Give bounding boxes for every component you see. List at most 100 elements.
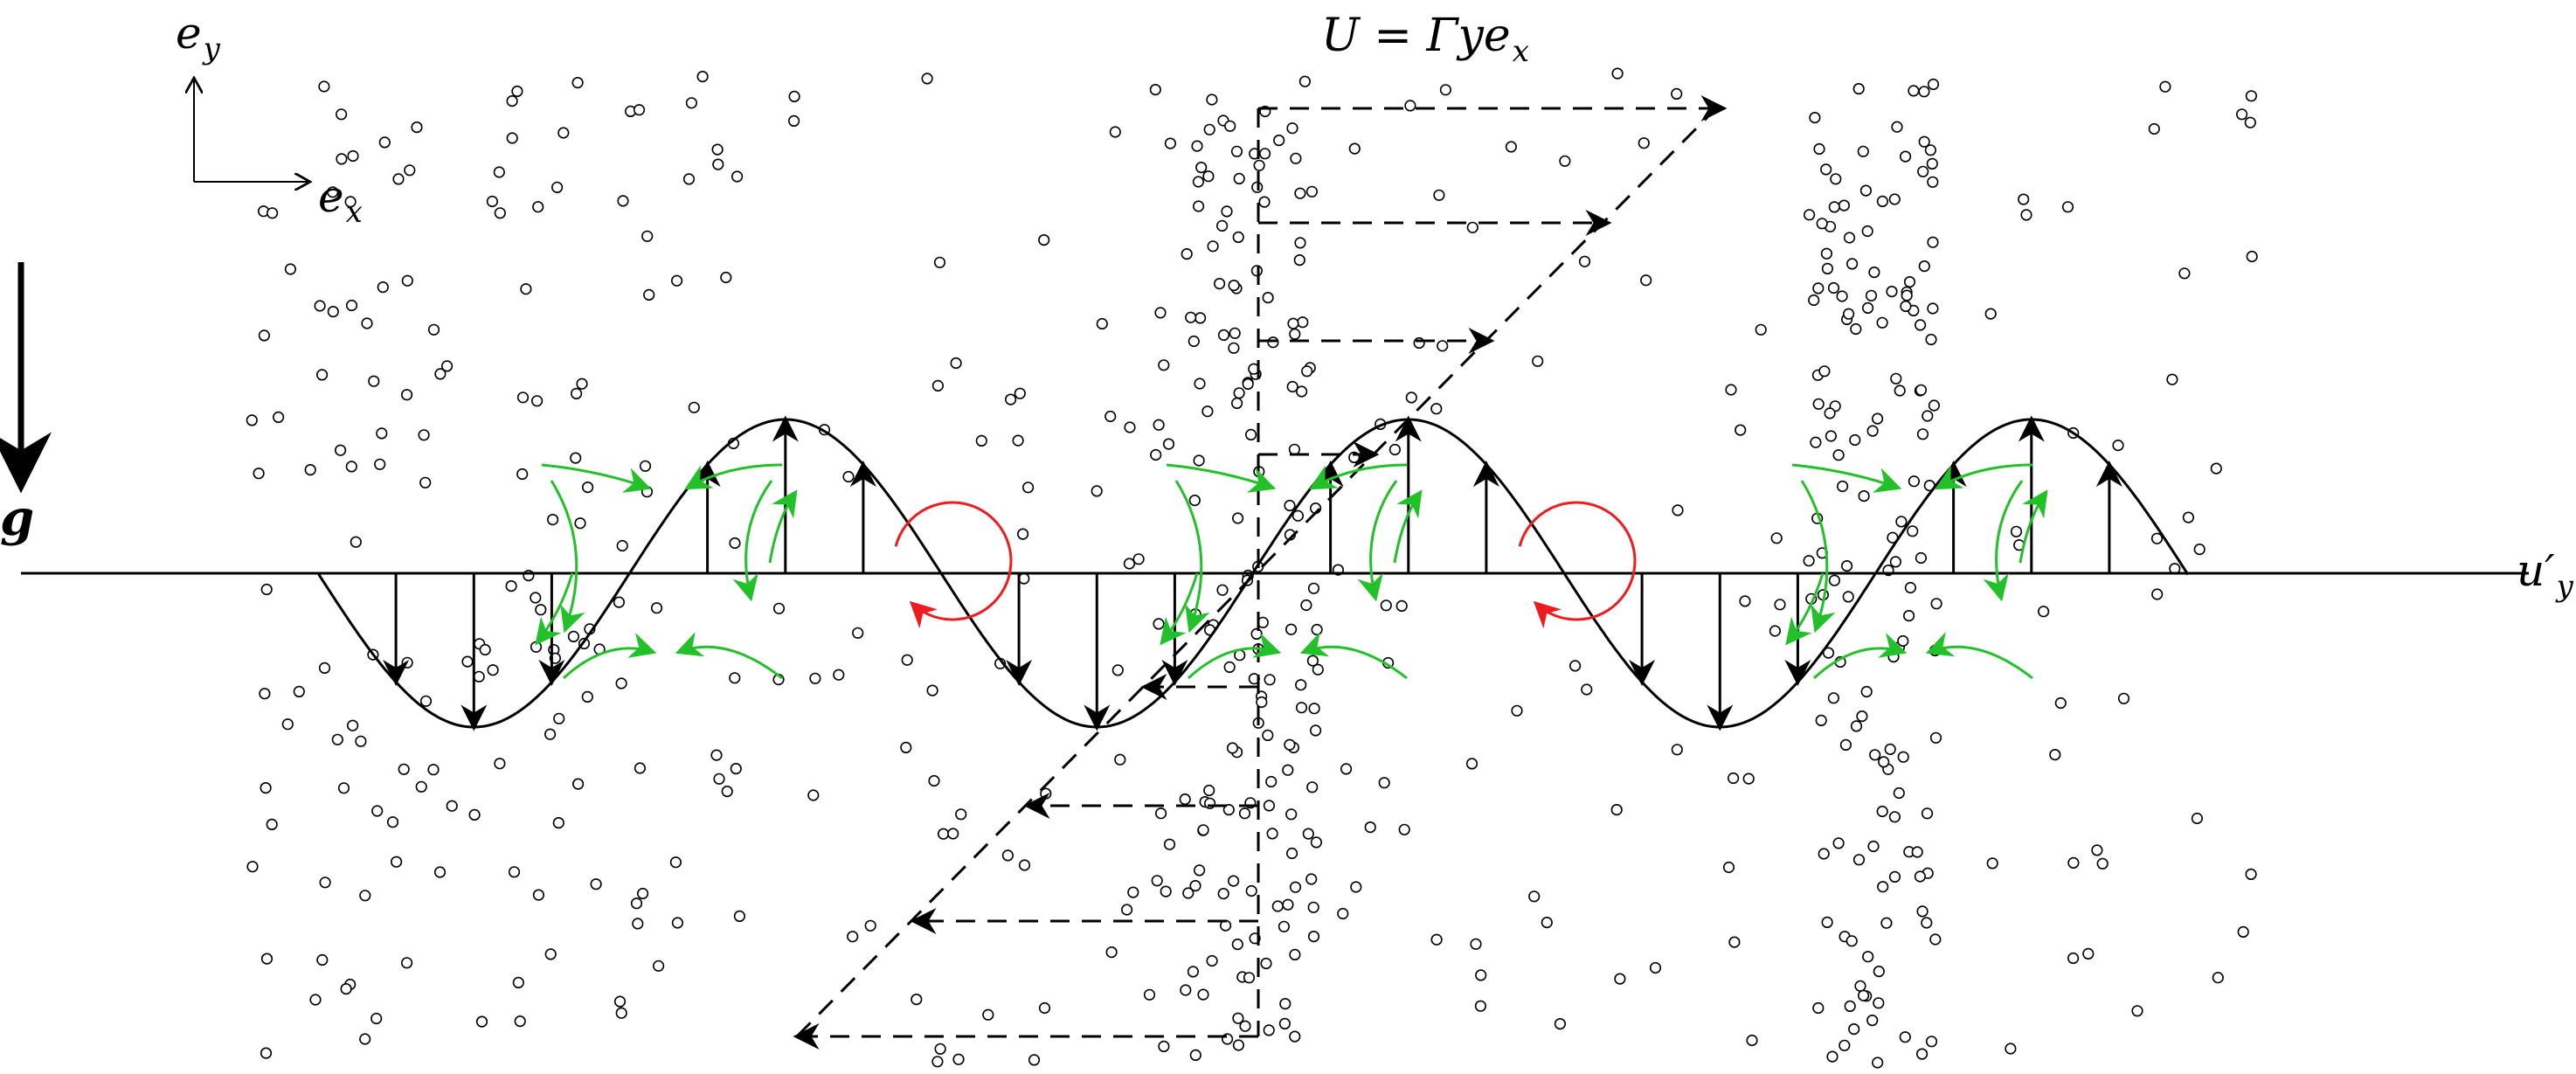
particle-marker xyxy=(359,890,371,902)
particle-marker xyxy=(314,300,326,312)
particle-marker xyxy=(532,889,545,901)
particle-marker xyxy=(1104,410,1117,423)
particle-marker xyxy=(1822,647,1835,659)
particle-marker xyxy=(1869,749,1881,761)
particle-marker xyxy=(2054,696,2067,710)
particle-marker xyxy=(1096,317,1108,330)
particle-marker xyxy=(934,1043,946,1055)
particle-marker xyxy=(1300,599,1312,612)
particle-marker xyxy=(772,602,786,614)
particle-marker xyxy=(567,630,580,643)
particle-marker xyxy=(1865,289,1878,301)
particle-marker xyxy=(1470,938,1482,950)
particle-marker xyxy=(259,688,271,700)
particle-marker xyxy=(2067,952,2080,965)
particle-marker xyxy=(461,655,474,668)
particle-marker xyxy=(1433,189,1445,201)
particle-marker xyxy=(1850,720,1863,732)
particle-marker xyxy=(952,1053,965,1065)
particle-marker xyxy=(1350,881,1362,893)
particle-marker xyxy=(809,672,821,684)
particle-marker xyxy=(1926,157,1938,170)
particle-marker xyxy=(1844,1000,1856,1012)
particle-marker xyxy=(475,1015,488,1028)
particle-marker xyxy=(787,114,800,127)
particle-flow-arrow xyxy=(684,463,783,490)
particle-marker xyxy=(1194,378,1206,390)
particle-marker xyxy=(650,602,663,614)
particle-marker xyxy=(713,773,725,785)
particle-marker xyxy=(1192,200,1205,212)
particle-marker xyxy=(1862,951,1874,963)
particle-marker xyxy=(1925,333,1937,346)
particle-marker xyxy=(1857,145,1869,157)
particle-flow-arrow xyxy=(675,632,783,680)
particle-marker xyxy=(359,1033,371,1045)
particle-marker xyxy=(1197,988,1209,1001)
particle-marker xyxy=(1837,480,1849,493)
particle-marker xyxy=(427,764,440,776)
particle-marker xyxy=(1803,555,1815,567)
particle-marker xyxy=(1273,135,1285,147)
particle-marker xyxy=(2237,925,2249,938)
particle-marker xyxy=(1873,965,1885,978)
particle-marker xyxy=(1018,859,1031,871)
particle-marker xyxy=(641,230,654,242)
particle-marker xyxy=(1267,336,1279,349)
particle-marker xyxy=(284,263,297,275)
particle-marker xyxy=(1929,731,1942,744)
particle-marker xyxy=(1925,1036,1938,1048)
particle-marker xyxy=(711,143,724,156)
particle-marker xyxy=(370,1012,383,1025)
particle-marker xyxy=(532,201,544,213)
particle-field xyxy=(246,67,2258,1069)
particle-marker xyxy=(1812,398,1825,410)
particle-flow-arrows xyxy=(535,463,2048,680)
particle-marker xyxy=(1921,917,1933,929)
particle-marker xyxy=(2182,511,2194,523)
particle-marker xyxy=(1867,840,1880,853)
particle-marker xyxy=(682,173,696,185)
particle-marker xyxy=(1202,170,1215,183)
particle-marker xyxy=(319,877,331,889)
particle-marker xyxy=(1163,838,1176,850)
particle-marker xyxy=(1839,738,1852,752)
particle-marker xyxy=(1904,581,1916,594)
particle-marker xyxy=(1843,232,1856,244)
particle-marker xyxy=(1917,165,1929,177)
particle-marker xyxy=(1206,94,1218,106)
particle-marker xyxy=(1845,935,1858,947)
particle-marker xyxy=(1294,237,1306,249)
particle-marker xyxy=(1038,1001,1051,1015)
particle-marker xyxy=(1735,424,1747,436)
particle-marker xyxy=(1649,961,1662,974)
particle-marker xyxy=(553,712,565,724)
particle-marker xyxy=(975,434,987,447)
particle-marker xyxy=(557,127,570,139)
particle-marker xyxy=(630,897,643,910)
particle-marker xyxy=(552,816,564,829)
particle-marker xyxy=(1858,989,1870,1001)
particle-marker xyxy=(1263,1024,1275,1036)
particle-marker xyxy=(1191,140,1203,152)
particle-marker xyxy=(1189,879,1201,892)
particle-marker xyxy=(1307,582,1320,594)
particle-flow-arrow xyxy=(1166,463,1277,493)
particle-marker xyxy=(347,719,359,731)
particle-marker xyxy=(1878,756,1890,768)
particle-marker xyxy=(401,389,413,401)
particle-marker xyxy=(1185,311,1197,323)
particle-marker xyxy=(494,758,506,770)
particle-marker xyxy=(516,468,529,481)
particle-marker xyxy=(2096,857,2109,870)
particle-marker xyxy=(643,288,655,301)
particle-marker xyxy=(636,887,649,900)
particle-marker xyxy=(1611,67,1624,80)
particle-marker xyxy=(1238,807,1251,820)
particle-marker xyxy=(1812,282,1825,294)
particle-marker xyxy=(833,669,845,681)
particle-marker xyxy=(1859,184,1872,197)
particle-marker xyxy=(1877,881,1889,893)
particle-marker xyxy=(1846,258,1859,270)
